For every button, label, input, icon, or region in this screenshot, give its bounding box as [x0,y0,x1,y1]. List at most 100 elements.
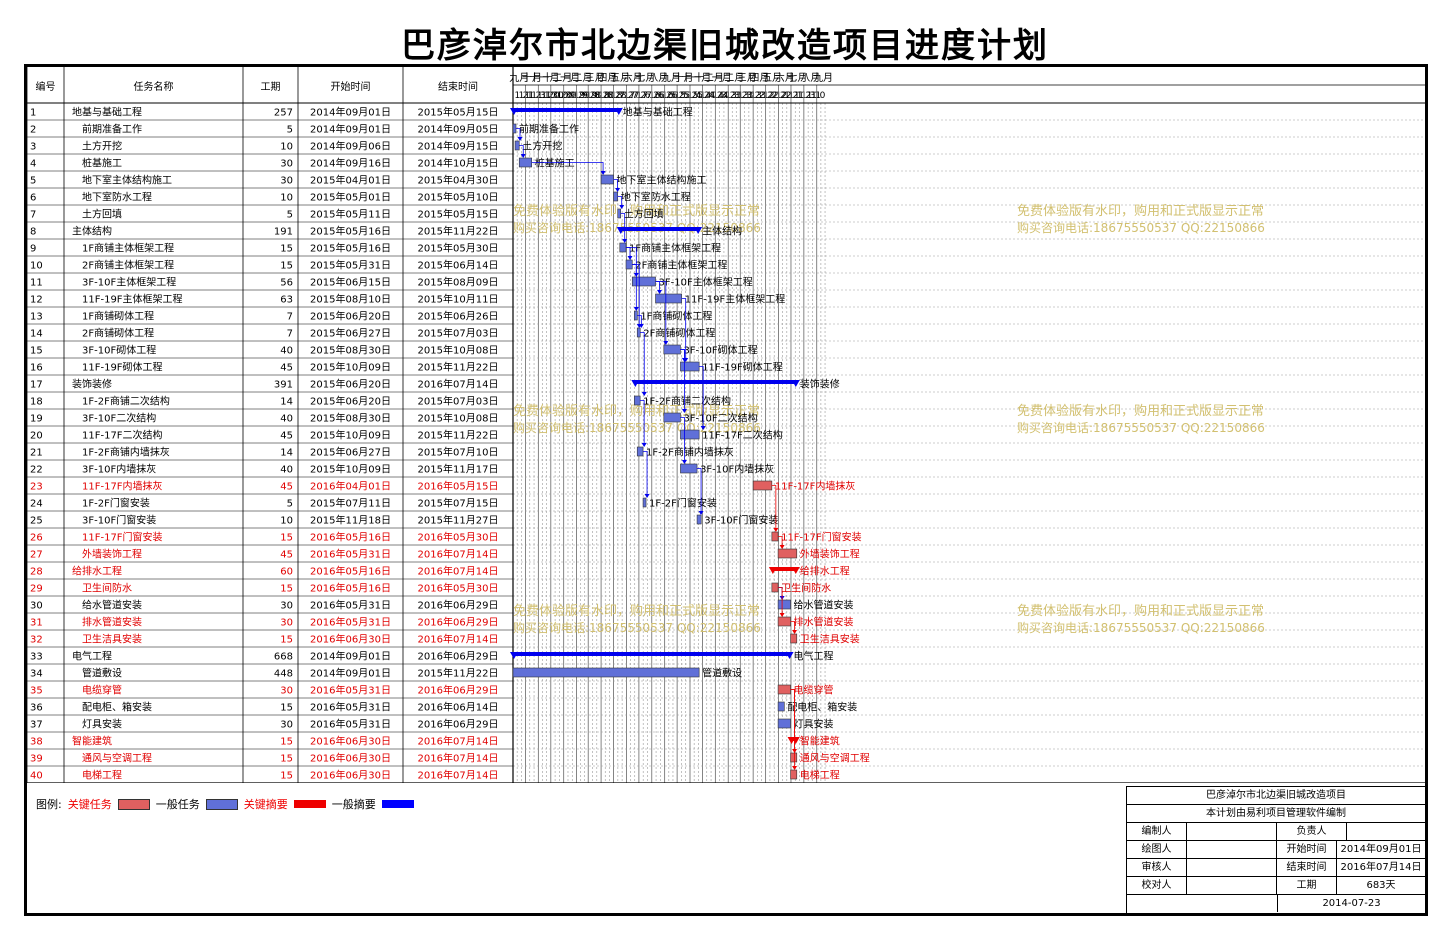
bar-label: 装饰装修 [800,378,840,391]
task-start: 2016年06月30日 [310,633,391,646]
task-duration: 668 [274,652,293,663]
task-start: 2016年05月31日 [310,701,391,714]
dependency-arrow [641,392,647,396]
day-tick-label: 19 [586,91,598,101]
day-tick-label: 25 [692,91,703,101]
task-bar [518,157,532,168]
task-bar [777,684,791,695]
task-bar [777,616,791,627]
task-end: 2016年05月15日 [418,480,499,493]
summary-cap-end [791,380,800,387]
task-start: 2015年05月16日 [310,225,391,238]
task-start: 2015年05月01日 [310,191,391,204]
task-duration: 7 [287,329,293,340]
legend-normal-task-swatch [205,798,238,810]
day-tick-label: 31 [540,91,551,101]
bar-label: 前期准备工作 [519,123,579,136]
day-tick-label: 8 [594,91,600,101]
task-bar [680,361,700,372]
bar-label: 通风与空调工程 [800,752,870,765]
task-name: 3F-10F内墙抹灰 [82,463,156,476]
day-tick-label: 28 [590,91,602,101]
task-id: 10 [30,261,43,272]
task-id: 13 [30,312,43,323]
task-name: 桩基施工 [82,157,122,170]
task-duration: 60 [280,567,293,578]
task-name: 主体结构 [72,225,112,238]
dependency-link [626,247,637,310]
task-end: 2015年11月17日 [418,463,499,476]
task-id: 25 [30,516,43,527]
bar-label: 3F-10F主体框架工程 [659,276,753,289]
task-id: 39 [30,754,43,765]
month-label: 十月 [522,71,542,84]
task-start: 2016年06月30日 [310,735,391,748]
task-end: 2016年07月14日 [418,769,499,782]
task-end: 2015年07月10日 [418,446,499,459]
month-label: 二月 [724,72,744,84]
header-start: 开始时间 [331,80,371,93]
task-duration: 56 [280,278,293,289]
task-end: 2015年05月15日 [418,106,499,119]
task-start: 2015年04月01日 [310,174,391,187]
day-tick-label: 18 [598,91,610,101]
dependency-link [617,196,623,208]
task-start: 2016年05月31日 [310,684,391,697]
day-tick-label: 17 [636,91,647,101]
task-name: 排水管道安装 [82,616,142,629]
task-id: 35 [30,686,43,697]
task-name: 1F商铺砌体工程 [82,310,154,323]
task-start: 2016年05月31日 [310,616,391,629]
task-duration: 191 [274,227,293,238]
task-end: 2016年07月14日 [418,565,499,578]
bar-label: 土方开挖 [522,140,562,153]
month-label: 四月 [597,72,617,84]
day-tick-label: 12 [763,91,774,101]
task-start: 2014年09月01日 [310,106,391,119]
task-name: 给水管道安装 [82,599,142,612]
day-tick-label: 23 [730,91,741,101]
task-bar [777,701,785,712]
task-duration: 10 [280,193,293,204]
task-duration: 30 [280,601,293,612]
bar-label: 给排水工程 [800,565,850,578]
header-duration: 工期 [261,81,281,93]
day-tick-label: 24 [717,91,729,101]
task-end: 2015年05月30日 [418,242,499,255]
day-tick-label: 17 [624,91,635,101]
day-tick-label: 10 [814,91,826,101]
task-duration: 40 [280,465,293,476]
dependency-link [519,145,524,157]
task-name: 1F-2F商铺内墙抹灰 [82,446,170,459]
info-date: 2014-07-23 [1277,895,1425,912]
task-start: 2014年09月16日 [310,157,391,170]
day-tick-label: 6 [645,91,651,101]
task-name: 卫生洁具安装 [82,633,142,646]
info-box: 巴彦淖尔市北边渠旧城改造项目 本计划由易利项目管理软件编制 编制人 负责人 绘图… [1126,786,1426,914]
task-bar [663,412,681,423]
task-start: 2016年05月16日 [310,565,391,578]
dependency-arrow [681,460,687,464]
summary-cap-start [510,652,518,659]
task-end: 2016年07月14日 [418,378,499,391]
task-id: 3 [30,142,36,153]
dependency-link [620,213,626,242]
task-bar [663,344,681,355]
day-tick-label: 1 [797,91,803,101]
bar-label: 电缆穿管 [794,684,834,697]
day-tick-label: 28 [615,91,627,101]
month-label: 九月 [813,72,833,84]
task-end: 2015年05月15日 [418,208,499,221]
dependency-arrow [517,137,523,141]
task-id: 30 [30,601,43,612]
task-end: 2016年06月29日 [418,718,499,731]
day-tick-label: 6 [658,91,664,101]
month-label: 十一月 [681,71,711,84]
task-start: 2014年09月01日 [310,650,391,663]
task-start: 2014年09月01日 [310,123,391,136]
task-id: 23 [30,482,43,493]
task-name: 给排水工程 [72,565,122,578]
task-bar [777,599,791,610]
dependency-link [655,281,667,344]
task-end: 2014年09月15日 [418,140,499,153]
